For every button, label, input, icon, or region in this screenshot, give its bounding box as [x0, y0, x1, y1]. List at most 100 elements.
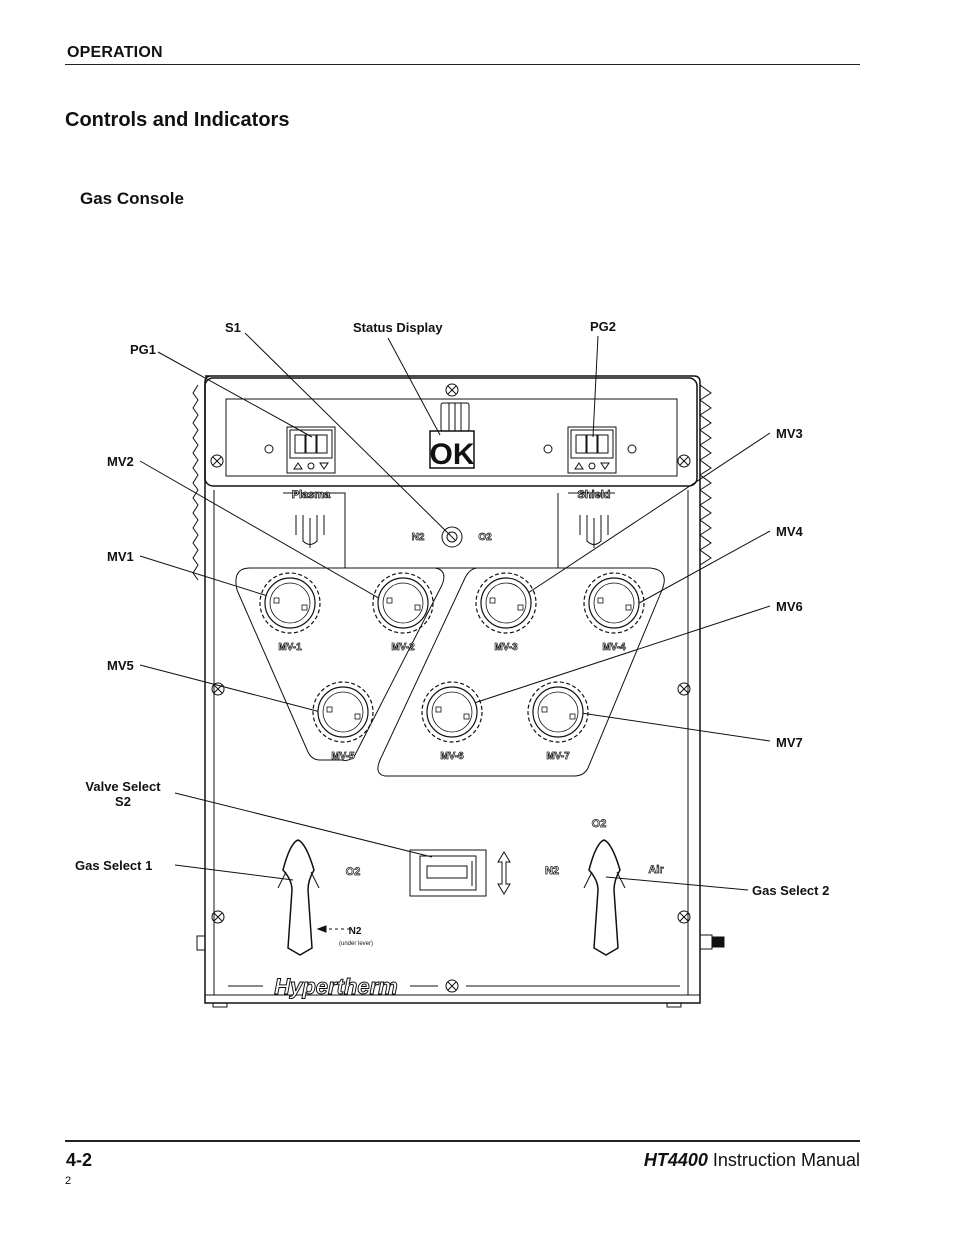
callout-valve-select-line1: Valve Select: [85, 779, 161, 794]
valve-mv-6[interactable]: MV-6: [421, 681, 483, 762]
valve-mv-1[interactable]: MV-1: [259, 572, 321, 653]
s1-n2-label: N2: [412, 532, 425, 543]
callout-status-display: Status Display: [353, 320, 443, 335]
arrow-left-icon: [316, 925, 327, 933]
valve-mv-5[interactable]: MV-5: [312, 681, 374, 762]
valve-mv-7[interactable]: MV-7: [527, 681, 589, 762]
leader-mv3: [515, 432, 771, 602]
gas-select-2-n2-label: N2: [545, 865, 559, 877]
hypertherm-logo: Hypertherm: [274, 974, 397, 999]
callout-valve-select: Valve Select S2: [78, 779, 168, 809]
left-fins: [192, 384, 199, 581]
page-number: 4-2: [66, 1150, 93, 1170]
callout-mv2: MV2: [107, 454, 134, 469]
section-header: OPERATION: [67, 44, 163, 61]
gas-select-1-lever: [282, 839, 315, 956]
pg1-led: [264, 444, 274, 454]
right-fitting-nut: [711, 936, 725, 948]
subsection-title: Gas Console: [80, 189, 184, 208]
leader-mv2: [139, 460, 404, 613]
pg1-up-icon: [293, 462, 303, 470]
gas-select-1-o2-label: O2: [346, 866, 361, 878]
plasma-valve-group: [235, 567, 445, 761]
right-fitting: [699, 934, 713, 950]
valve-select-rocker: [426, 865, 468, 879]
leader-gas-select-2: [605, 876, 749, 891]
callout-mv4: MV4: [776, 524, 803, 539]
callout-mv7: MV7: [776, 735, 803, 750]
pg1-window: [289, 429, 333, 459]
right-fins: [699, 384, 712, 566]
shield-valve-group: [377, 567, 665, 777]
display-bezel: [225, 398, 678, 477]
callout-mv6: MV6: [776, 599, 803, 614]
screw-icon: [211, 910, 225, 924]
pg1-down-icon: [319, 462, 329, 470]
valve-mv-2[interactable]: MV-2: [372, 572, 434, 653]
shield-manifold-icon: [579, 515, 609, 548]
callout-gas-select-2: Gas Select 2: [752, 883, 830, 898]
pg2-gauge: [567, 426, 617, 474]
pg2-window: [570, 429, 614, 459]
gas-select-2-lever: [588, 839, 621, 956]
callout-mv1: MV1: [107, 549, 134, 564]
s1-switch: [441, 526, 463, 548]
right-foot: [666, 1002, 682, 1008]
header-rule: [65, 64, 860, 65]
s1-o2-label: O2: [478, 532, 492, 543]
screw-icon: [677, 910, 691, 924]
plasma-manifold-icon: [295, 515, 325, 548]
valve-mv-3[interactable]: MV-3: [475, 572, 537, 653]
screw-icon: [677, 682, 691, 696]
pg1-digit-1: [294, 434, 306, 454]
valve-label: MV-4: [602, 642, 626, 653]
pg2-set-icon: [588, 462, 596, 470]
under-lever-label: (under lever): [339, 941, 373, 947]
pg1-digit-3: [316, 434, 328, 454]
callout-pg1: PG1: [130, 342, 157, 357]
up-down-arrow-icon: [497, 851, 511, 895]
leader-gas-select-1: [174, 864, 294, 881]
enclosure-outline: [204, 375, 701, 1004]
pg2-up-icon: [574, 462, 584, 470]
valve-label: MV-1: [278, 642, 302, 653]
status-display: [429, 430, 475, 469]
pg1-set-icon: [307, 462, 315, 470]
callout-mv3: MV3: [776, 426, 803, 441]
callout-mv5: MV5: [107, 658, 134, 673]
left-fitting: [196, 935, 206, 951]
valve-label: MV-6: [440, 751, 464, 762]
leader-pg1: [157, 351, 313, 438]
leader-mv6: [461, 605, 771, 708]
leader-mv7: [580, 712, 771, 742]
pg1-digit-2: [305, 434, 317, 454]
valve-mv-4[interactable]: MV-4: [583, 572, 645, 653]
footer-rule: [65, 1140, 860, 1142]
page-title: Controls and Indicators: [65, 109, 290, 131]
status-display-text: OK: [430, 438, 475, 471]
screw-icon: [445, 383, 459, 397]
pg2-down-icon: [600, 462, 610, 470]
callout-gas-select-1: Gas Select 1: [75, 858, 153, 873]
gas-select-2-o2-label: O2: [592, 818, 607, 830]
pg1-gauge: [286, 426, 336, 474]
leader-mv1: [139, 555, 291, 604]
left-foot: [212, 1002, 228, 1008]
valve-label: MV-7: [546, 751, 570, 762]
screw-icon: [211, 682, 225, 696]
manual-suffix: Instruction Manual: [707, 1150, 860, 1170]
display-module: [204, 377, 698, 487]
screw-icon: [677, 454, 691, 468]
valve-label: MV-2: [391, 642, 415, 653]
pg2-digit-1: [575, 434, 587, 454]
model-name: HT4400: [643, 1150, 708, 1170]
screw-icon: [210, 454, 224, 468]
plasma-bracket: [283, 492, 346, 568]
gas-select-2-arms: [583, 871, 626, 889]
leader-mv5: [139, 664, 337, 717]
s1-switch-knob: [446, 531, 458, 543]
page-footnote-number: 2: [65, 1175, 72, 1187]
valve-select-plate: [409, 849, 487, 897]
pg2-led: [543, 444, 553, 454]
